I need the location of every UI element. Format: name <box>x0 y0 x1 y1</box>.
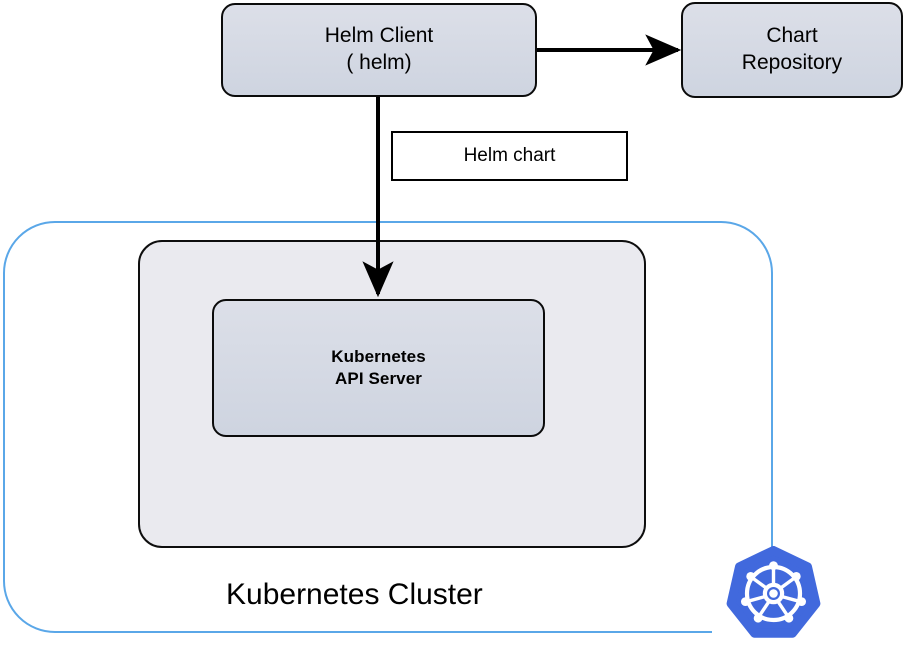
node-kubernetes-api-server[interactable]: Kubernetes API Server <box>212 299 545 437</box>
kubernetes-logo-svg <box>726 546 821 638</box>
api-server-label-line1: Kubernetes <box>331 347 426 367</box>
kubernetes-logo <box>710 546 876 658</box>
node-chart-repository[interactable]: Chart Repository <box>681 2 903 98</box>
edge-label-helm-chart[interactable]: Helm chart <box>391 131 628 181</box>
helm-chart-label-text: Helm chart <box>463 144 556 166</box>
chart-repository-label: Chart Repository <box>742 23 842 77</box>
helm-client-label: Helm Client ( helm) <box>325 23 434 77</box>
api-server-label: Kubernetes API Server <box>331 346 426 390</box>
kubernetes-wheel-hub <box>769 589 778 598</box>
kubernetes-cluster-caption: Kubernetes Cluster <box>226 578 483 611</box>
chart-repository-label-line2: Repository <box>741 51 843 74</box>
kubernetes-wheel-tips <box>741 561 806 623</box>
api-server-label-line2: API Server <box>335 369 422 388</box>
helm-client-label-line1: Helm Client <box>324 24 434 48</box>
node-helm-client[interactable]: Helm Client ( helm) <box>221 3 537 97</box>
chart-repository-label-line1: Chart <box>766 24 818 48</box>
helm-client-label-line2: ( helm) <box>346 51 412 74</box>
kubernetes-cluster-boundary <box>3 221 773 633</box>
